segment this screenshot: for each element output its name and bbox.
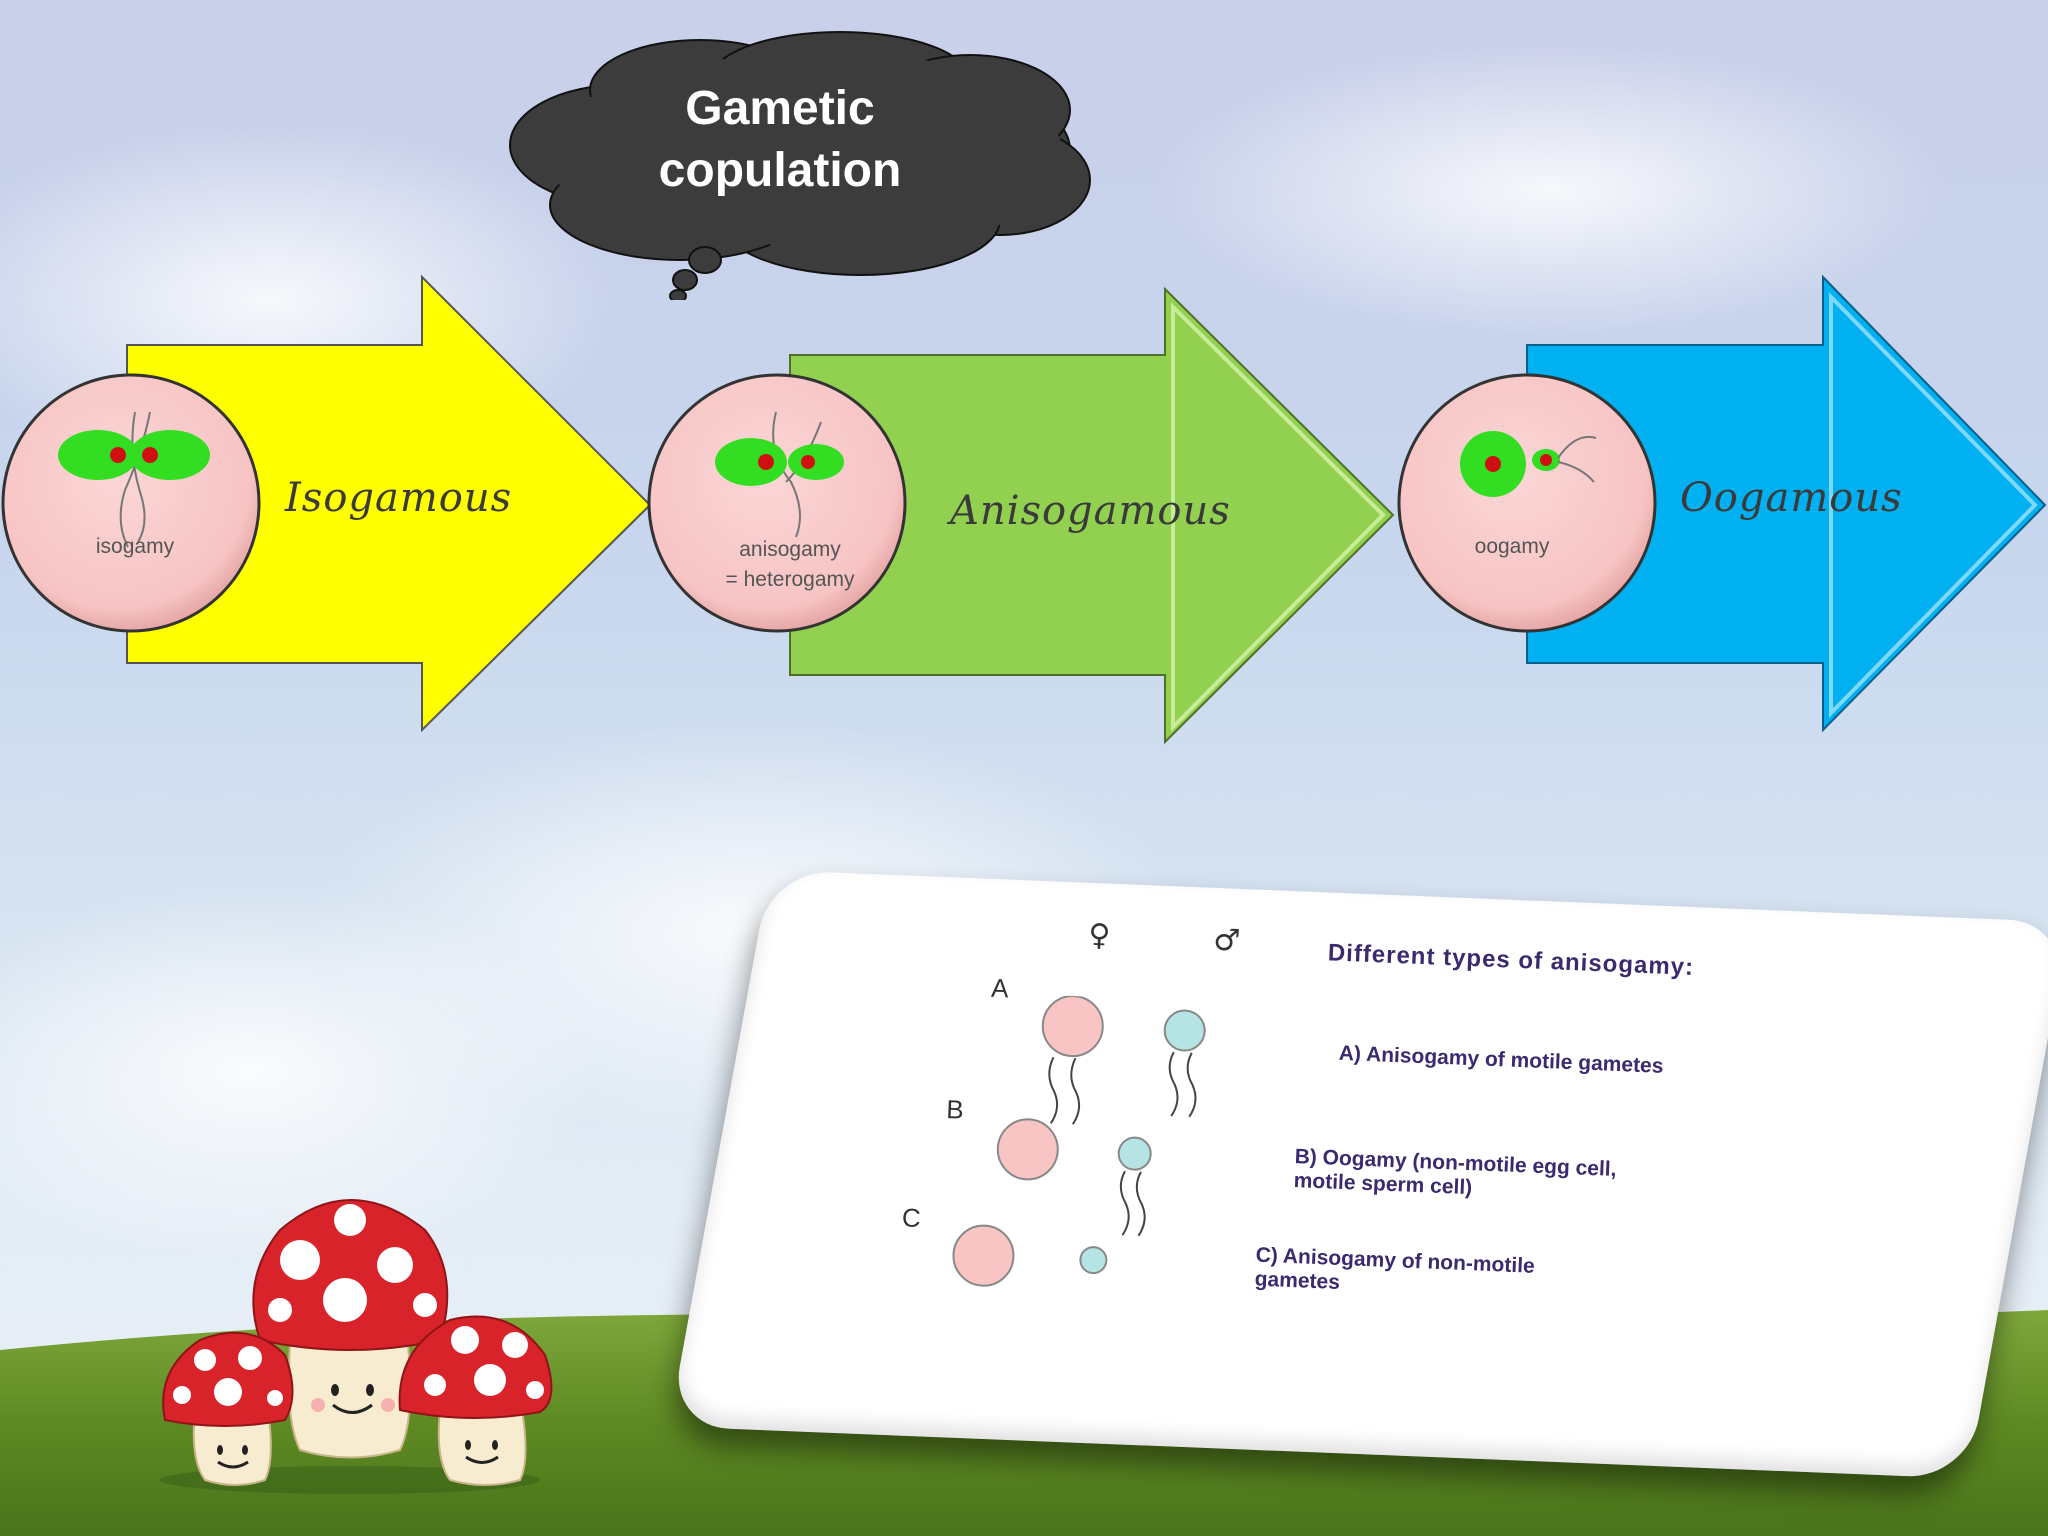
bubble-title: Gametic copulation bbox=[658, 82, 902, 197]
oogamy-illustration bbox=[1397, 373, 1657, 633]
mushrooms-decoration bbox=[160, 1199, 553, 1494]
arrow-label-anisogamous: Anisogamous bbox=[950, 488, 1231, 534]
row-c-letter: C bbox=[901, 1202, 922, 1234]
arrow-oogamous bbox=[1526, 275, 2047, 733]
female-symbol: ♀ bbox=[1087, 917, 1112, 954]
isogamy-illustration bbox=[1, 373, 261, 633]
arrow-label-isogamous: Isogamous bbox=[285, 475, 513, 521]
arrow-label-oogamous: Oogamous bbox=[1680, 475, 1903, 521]
row-a-gametes bbox=[1041, 995, 1206, 1125]
row-c-text: C) Anisogamy of non-motile gametes bbox=[1254, 1244, 1535, 1303]
circle-label-anisogamy: anisogamy = heterogamy bbox=[725, 538, 855, 591]
row-a-letter: A bbox=[990, 972, 1010, 1004]
arrow-anisogamous bbox=[789, 287, 1395, 745]
row-c-gametes bbox=[952, 1224, 1108, 1287]
anisogamy-illustration bbox=[647, 373, 907, 633]
male-symbol: ♂ bbox=[1212, 922, 1241, 959]
circle-label-oogamy: oogamy bbox=[1474, 535, 1550, 558]
card-content: Different types of anisogamy: ♀ ♂ A A) A… bbox=[779, 890, 2039, 1459]
background-cloud bbox=[1150, 40, 1950, 340]
card-title: Different types of anisogamy: bbox=[1327, 939, 1695, 981]
row-b-letter: B bbox=[945, 1094, 965, 1125]
row-b-text: B) Oogamy (non-motile egg cell, motile s… bbox=[1293, 1145, 1617, 1206]
row-b-gametes bbox=[996, 1118, 1152, 1237]
arrow-isogamous bbox=[126, 275, 652, 733]
circle-label-isogamy: isogamy bbox=[95, 535, 175, 558]
background-cloud bbox=[0, 880, 600, 1260]
row-a-text: A) Anisogamy of motile gametes bbox=[1338, 1041, 1664, 1078]
speech-bubble bbox=[509, 31, 1091, 300]
